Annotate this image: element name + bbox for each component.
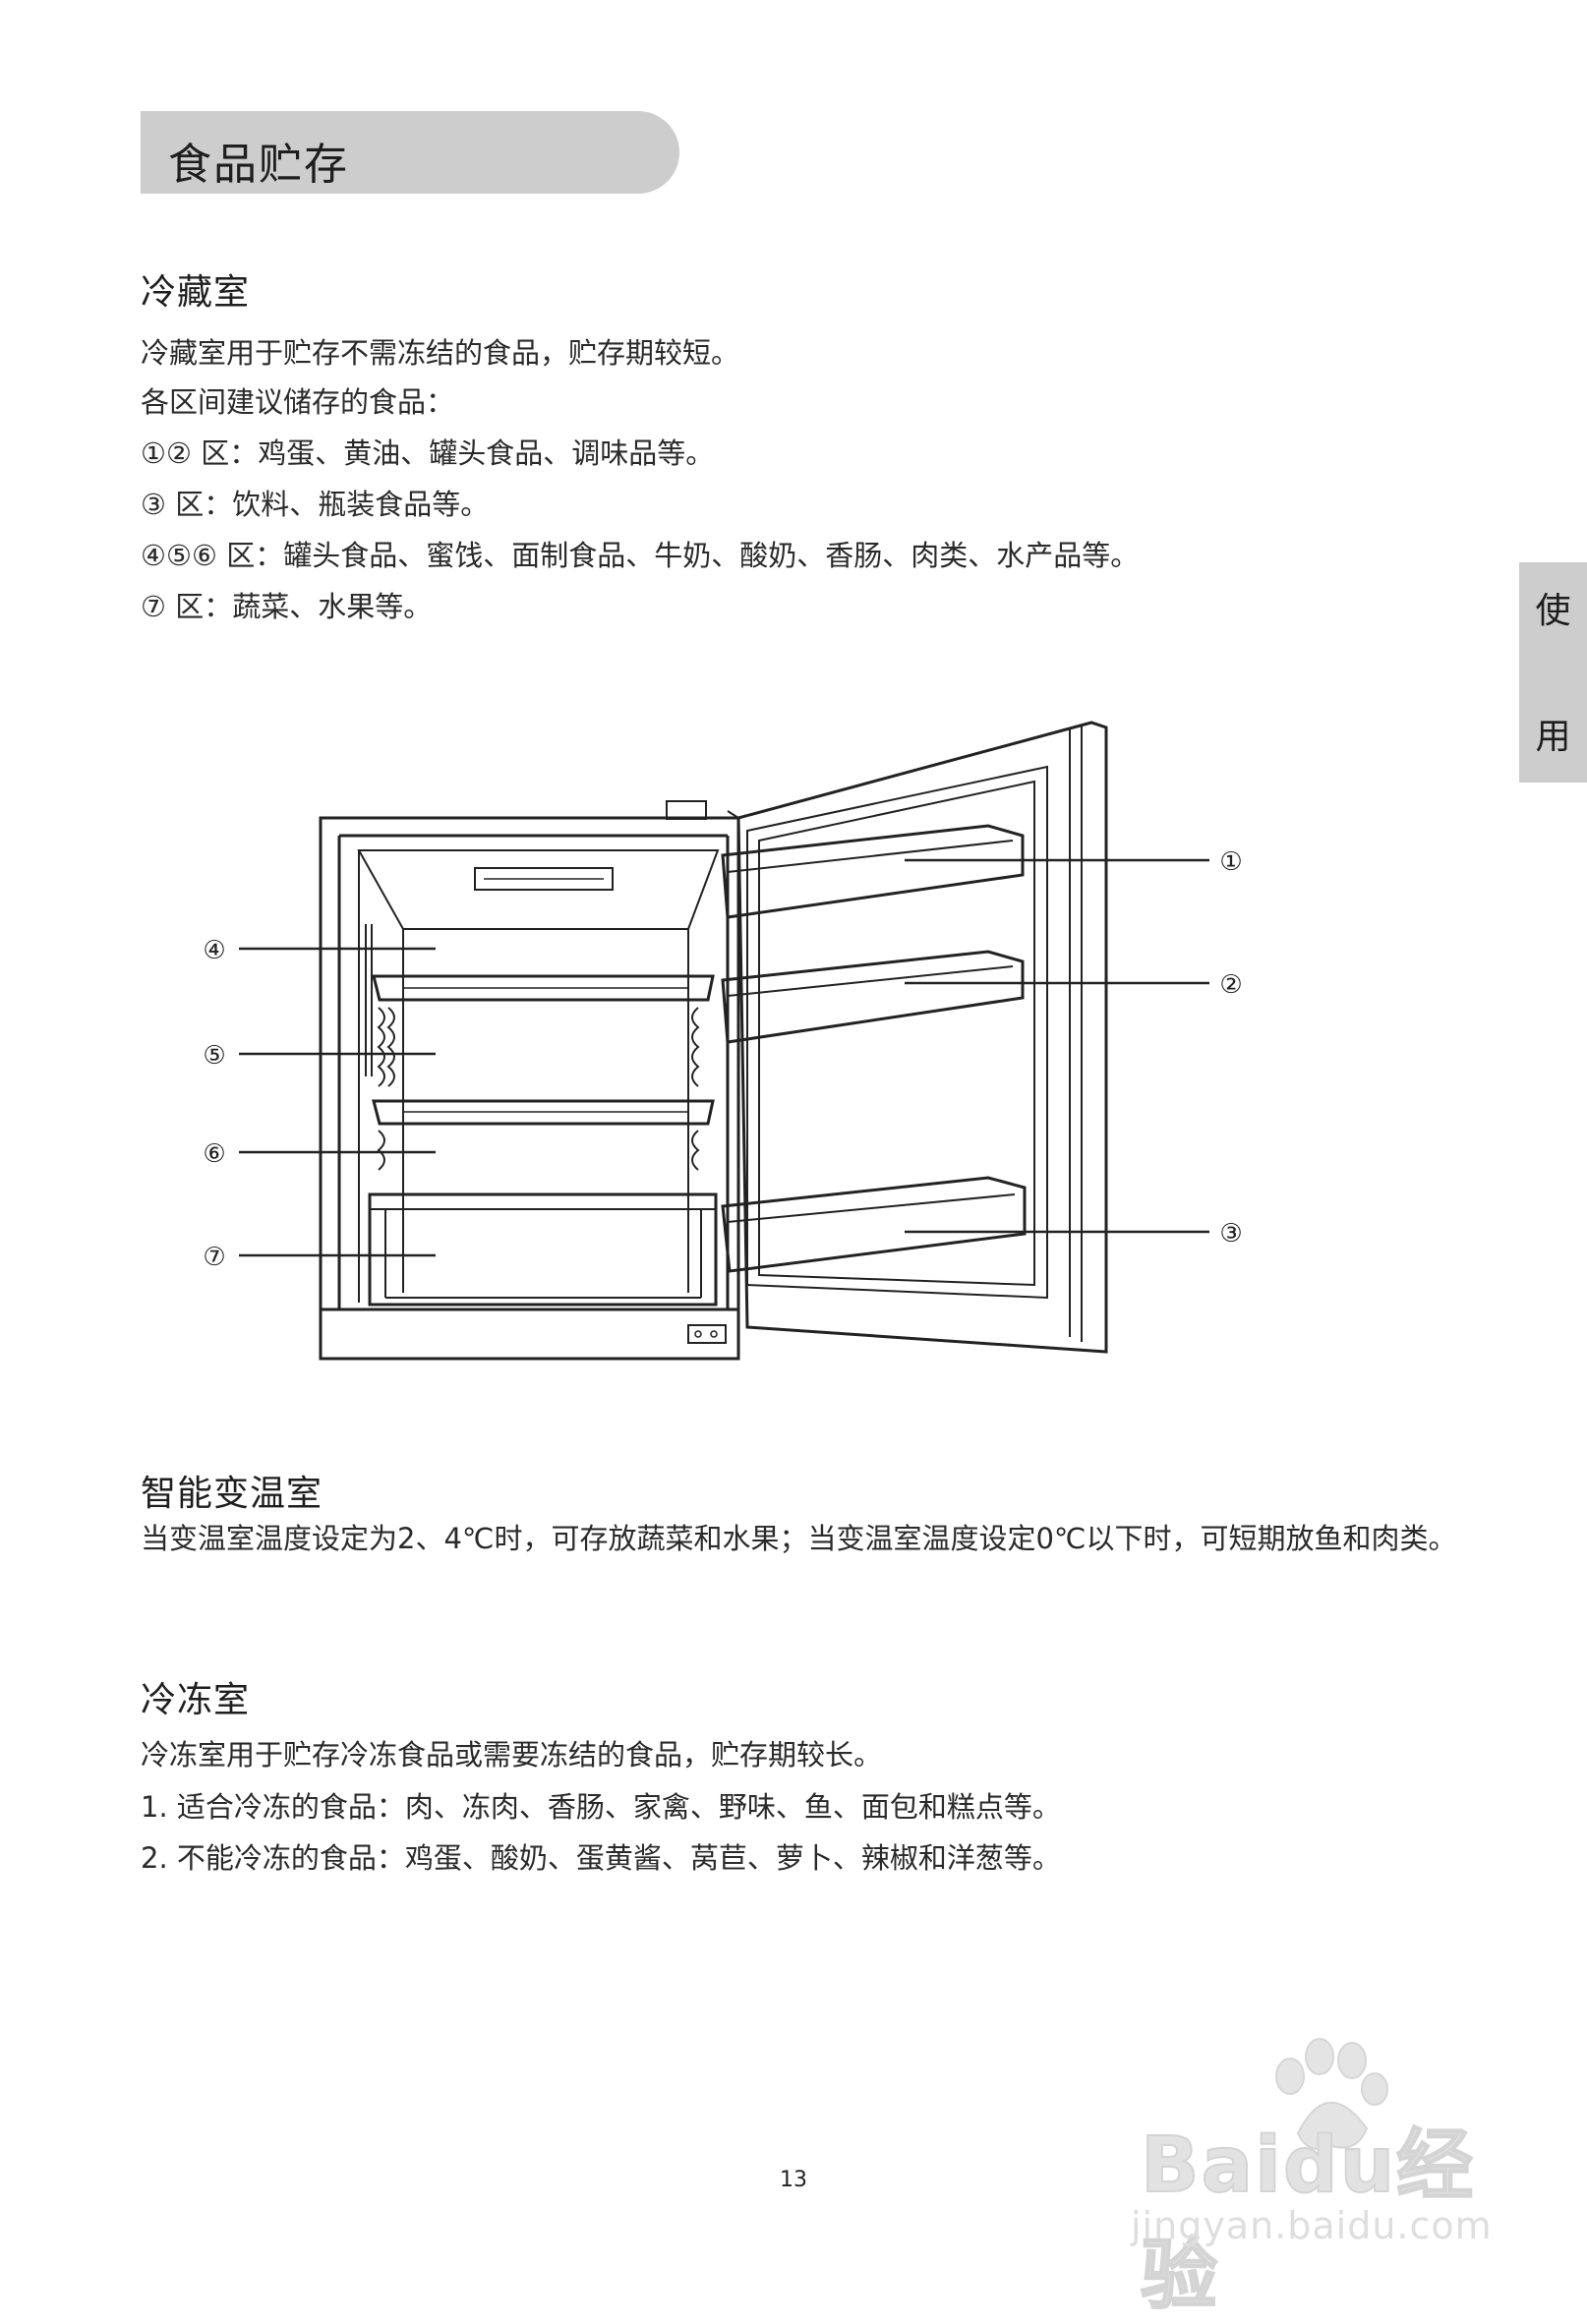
fridge-illustration: ① ② ③ ④ ⑤ ⑥ ⑦	[203, 721, 1243, 1361]
zone-line-4: ⑦ 区：蔬菜、水果等。	[141, 590, 433, 623]
shelf-lower	[372, 1099, 715, 1126]
door-outline	[736, 721, 1108, 1354]
callout-6: ⑥	[203, 1139, 225, 1169]
callout-2: ②	[1219, 970, 1242, 1000]
zone-line-3: ④⑤⑥ 区：罐头食品、蜜饯、面制食品、牛奶、酸奶、香肠、肉类、水产品等。	[141, 539, 1140, 572]
fridge-diagram: ① ② ③ ④ ⑤ ⑥ ⑦	[177, 703, 1318, 1381]
door-bin-1	[721, 824, 1025, 919]
crisper-drawer	[368, 1192, 718, 1307]
freezer-intro: 冷冻室用于贮存冷冻食品或需要冻结的食品，贮存期较长。	[141, 1738, 883, 1772]
callout-5: ⑤	[203, 1041, 225, 1071]
freezer-heading: 冷冻室	[141, 1680, 251, 1720]
watermark-brand: Baidu经验	[1140, 2121, 1476, 2321]
freezer-item-2: 2. 不能冷冻的食品：鸡蛋、酸奶、蛋黄酱、莴苣、萝卜、辣椒和洋葱等。	[141, 1841, 1061, 1875]
door-bin-2	[721, 950, 1025, 1044]
watermark-url: jingyan.baidu.com	[1131, 2204, 1493, 2247]
page-title: 食品贮存	[168, 140, 349, 190]
cabinet-outline	[319, 816, 740, 1361]
variable-text: 当变温室温度设定为2、4℃时，可存放蔬菜和水果；当变温室温度设定0℃以下时，可短…	[141, 1522, 1457, 1555]
paw-icon	[1275, 2038, 1388, 2150]
zone-line-1: ①② 区：鸡蛋、黄油、罐头食品、调味品等。	[141, 436, 715, 470]
freezer-item-1: 1. 适合冷冻的食品：肉、冻肉、香肠、家禽、野味、鱼、面包和糕点等。	[141, 1790, 1061, 1824]
page-number: 13	[780, 2168, 807, 2192]
callout-7: ⑦	[203, 1243, 225, 1272]
callout-4: ④	[203, 936, 225, 965]
shelf-upper	[372, 974, 715, 1002]
side-tab-char-1: 使	[1535, 591, 1571, 631]
section-title-tab: 食品贮存	[141, 111, 679, 194]
door-bin-3	[721, 1176, 1027, 1273]
side-tab-char-2: 用	[1535, 717, 1571, 757]
callout-3: ③	[1219, 1219, 1242, 1249]
callout-1: ①	[1219, 847, 1242, 877]
baidu-watermark: Baidu经验 jingyan.baidu.com	[1111, 2035, 1524, 2321]
fridge-intro: 冷藏室用于贮存不需冻结的食品，贮存期较短。	[141, 336, 740, 370]
zone-line-2: ③ 区：饮料、瓶装食品等。	[141, 488, 490, 521]
fridge-heading: 冷藏室	[141, 272, 251, 313]
fridge-zones-intro: 各区间建议储存的食品：	[141, 385, 455, 419]
variable-heading: 智能变温室	[141, 1474, 323, 1514]
side-chapter-tab: 使 用	[1519, 562, 1587, 783]
